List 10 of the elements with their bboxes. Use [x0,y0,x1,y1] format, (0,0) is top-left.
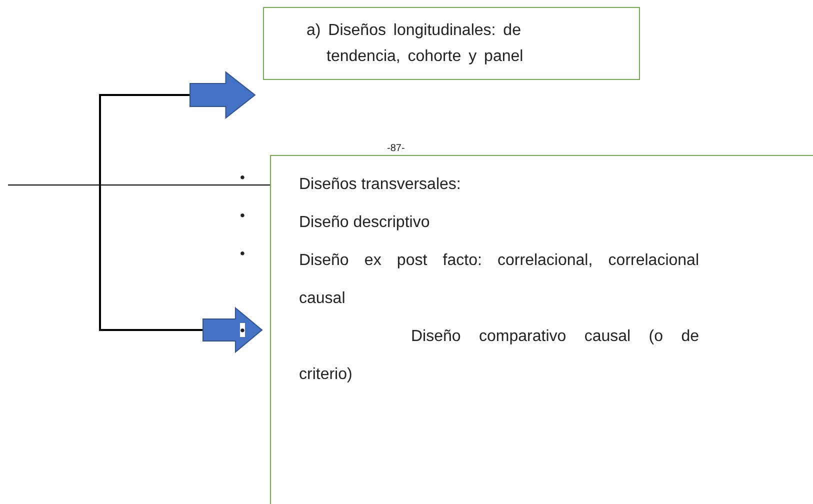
list-item: Diseño descriptivo [299,213,431,233]
block-arrow [190,70,256,120]
text-box [270,155,813,504]
text-box [263,7,640,80]
block-arrow [202,306,263,354]
list-item: Diseño ex post facto: correlacional, correlacional causal [299,251,699,309]
list-item: Diseños transversales: [299,175,462,195]
list-item: Diseño comparativo causal (o de criterio) [299,327,699,385]
bullet: • [240,323,245,337]
box-text: a) Diseños longitudinales: de tendencia, cohorte y panel [306,20,524,66]
